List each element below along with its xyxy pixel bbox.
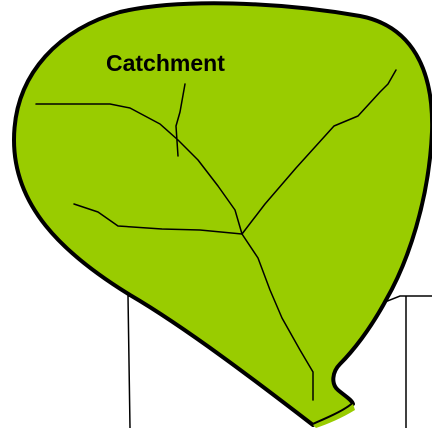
- catchment-label: Catchment: [106, 50, 225, 76]
- left-boundary-line: [128, 296, 140, 428]
